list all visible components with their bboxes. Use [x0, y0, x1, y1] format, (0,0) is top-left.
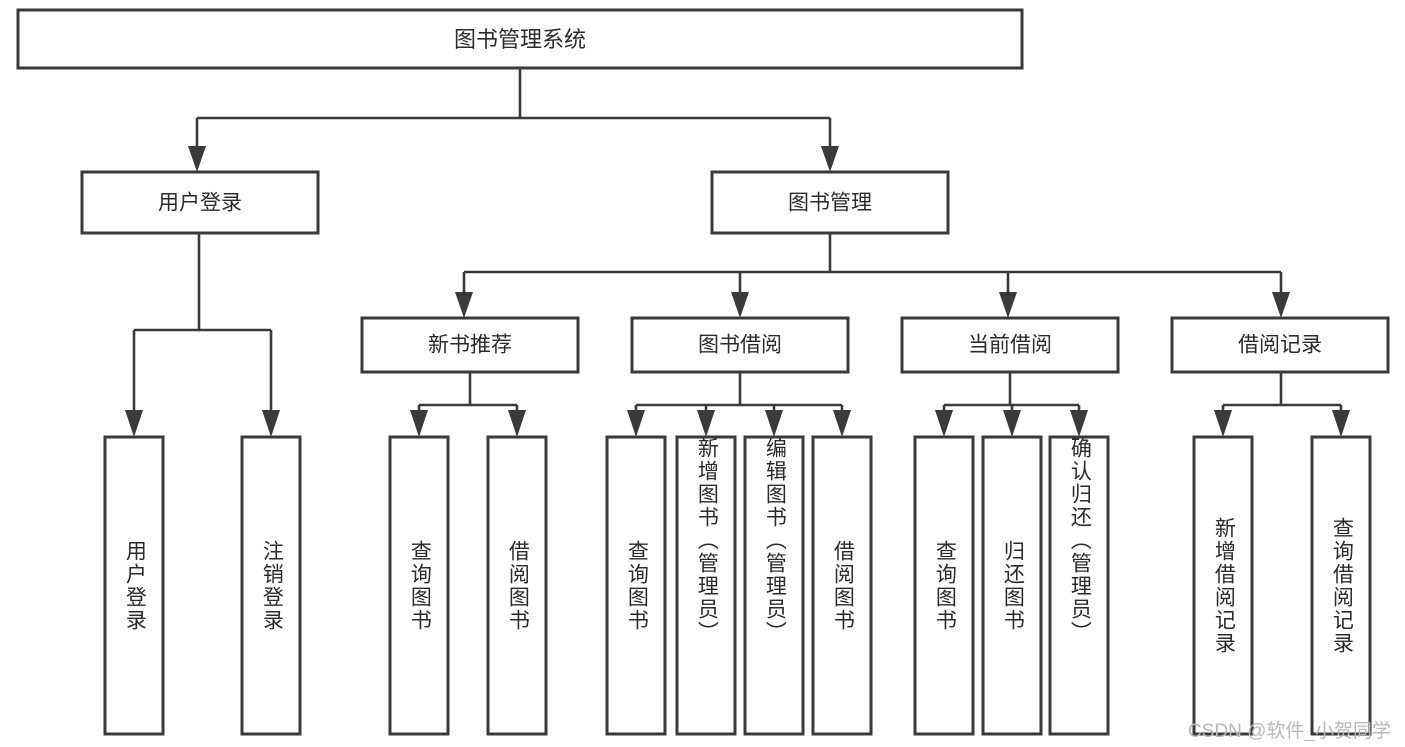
node-box: [710, 170, 950, 235]
arrow-head-icon: [125, 410, 143, 437]
arrow-head-icon: [821, 146, 839, 172]
node-box: [630, 316, 850, 374]
arrow-head-icon: [731, 292, 749, 318]
node-box: [80, 170, 320, 235]
arrow-head-icon: [410, 410, 428, 437]
leaf-box-query-book-3[interactable]: [913, 435, 975, 736]
connector-bookmgmt-to-level2: [455, 233, 1290, 318]
node-label: 图书管理: [788, 192, 872, 215]
leaf-box-borrow-book-1[interactable]: [486, 435, 548, 736]
arrow-head-icon: [697, 410, 715, 437]
leaf-box-edit-book[interactable]: [743, 435, 805, 736]
leaf-box-query-book-2[interactable]: [605, 435, 667, 736]
node-label: 新书推荐: [428, 334, 512, 357]
node-book-management[interactable]: 图书管理: [710, 170, 950, 235]
node-box: [1170, 316, 1390, 374]
arrow-head-icon: [935, 410, 953, 437]
arrow-head-icon: [1070, 410, 1088, 437]
arrow-head-icon: [1003, 410, 1021, 437]
connector-userlogin-to-leaves: [125, 233, 280, 437]
arrow-head-icon: [508, 410, 526, 437]
leaf-box-borrow-book-2[interactable]: [811, 435, 873, 736]
arrow-head-icon: [262, 410, 280, 437]
leaf-box-query-book-1[interactable]: [388, 435, 450, 736]
node-label: 图书管理系统: [454, 27, 586, 52]
connector-currentborrow-to-leaves: [935, 372, 1088, 437]
leaf-box-logout[interactable]: [240, 435, 302, 736]
arrow-head-icon: [765, 410, 783, 437]
node-box: [16, 8, 1024, 70]
arrow-head-icon: [833, 410, 851, 437]
node-box: [900, 316, 1120, 374]
arrow-head-icon: [1214, 410, 1232, 437]
connector-root-to-level1: [188, 68, 839, 172]
leaf-box-add-book[interactable]: [675, 435, 737, 736]
node-book-borrow[interactable]: 图书借阅: [630, 316, 850, 374]
node-root[interactable]: 图书管理系统: [16, 8, 1024, 70]
arrow-head-icon: [627, 410, 645, 437]
node-current-borrow[interactable]: 当前借阅: [900, 316, 1120, 374]
node-label: 用户登录: [158, 192, 242, 215]
connector-bookborrow-to-leaves: [627, 372, 851, 437]
arrow-head-icon: [455, 292, 473, 318]
node-label: 图书借阅: [698, 334, 782, 357]
arrow-head-icon: [188, 146, 206, 172]
leaf-box-user-login[interactable]: [103, 435, 165, 736]
leaf-box-query-record[interactable]: [1310, 435, 1372, 736]
node-label: 当前借阅: [968, 334, 1052, 357]
leaf-box-return-book[interactable]: [981, 435, 1043, 736]
connector-borrowrecord-to-leaves: [1214, 372, 1350, 437]
node-new-book-recommend[interactable]: 新书推荐: [360, 316, 580, 374]
node-user-login[interactable]: 用户登录: [80, 170, 320, 235]
leaf-box-confirm-return[interactable]: [1048, 435, 1110, 736]
arrow-head-icon: [1272, 292, 1290, 318]
leaf-box-add-record[interactable]: [1192, 435, 1254, 736]
arrow-head-icon: [1332, 410, 1350, 437]
connector-newbook-to-leaves: [410, 372, 526, 437]
arrow-head-icon: [999, 292, 1017, 318]
node-borrow-record[interactable]: 借阅记录: [1170, 316, 1390, 374]
node-label: 借阅记录: [1238, 334, 1322, 357]
node-box: [360, 316, 580, 374]
